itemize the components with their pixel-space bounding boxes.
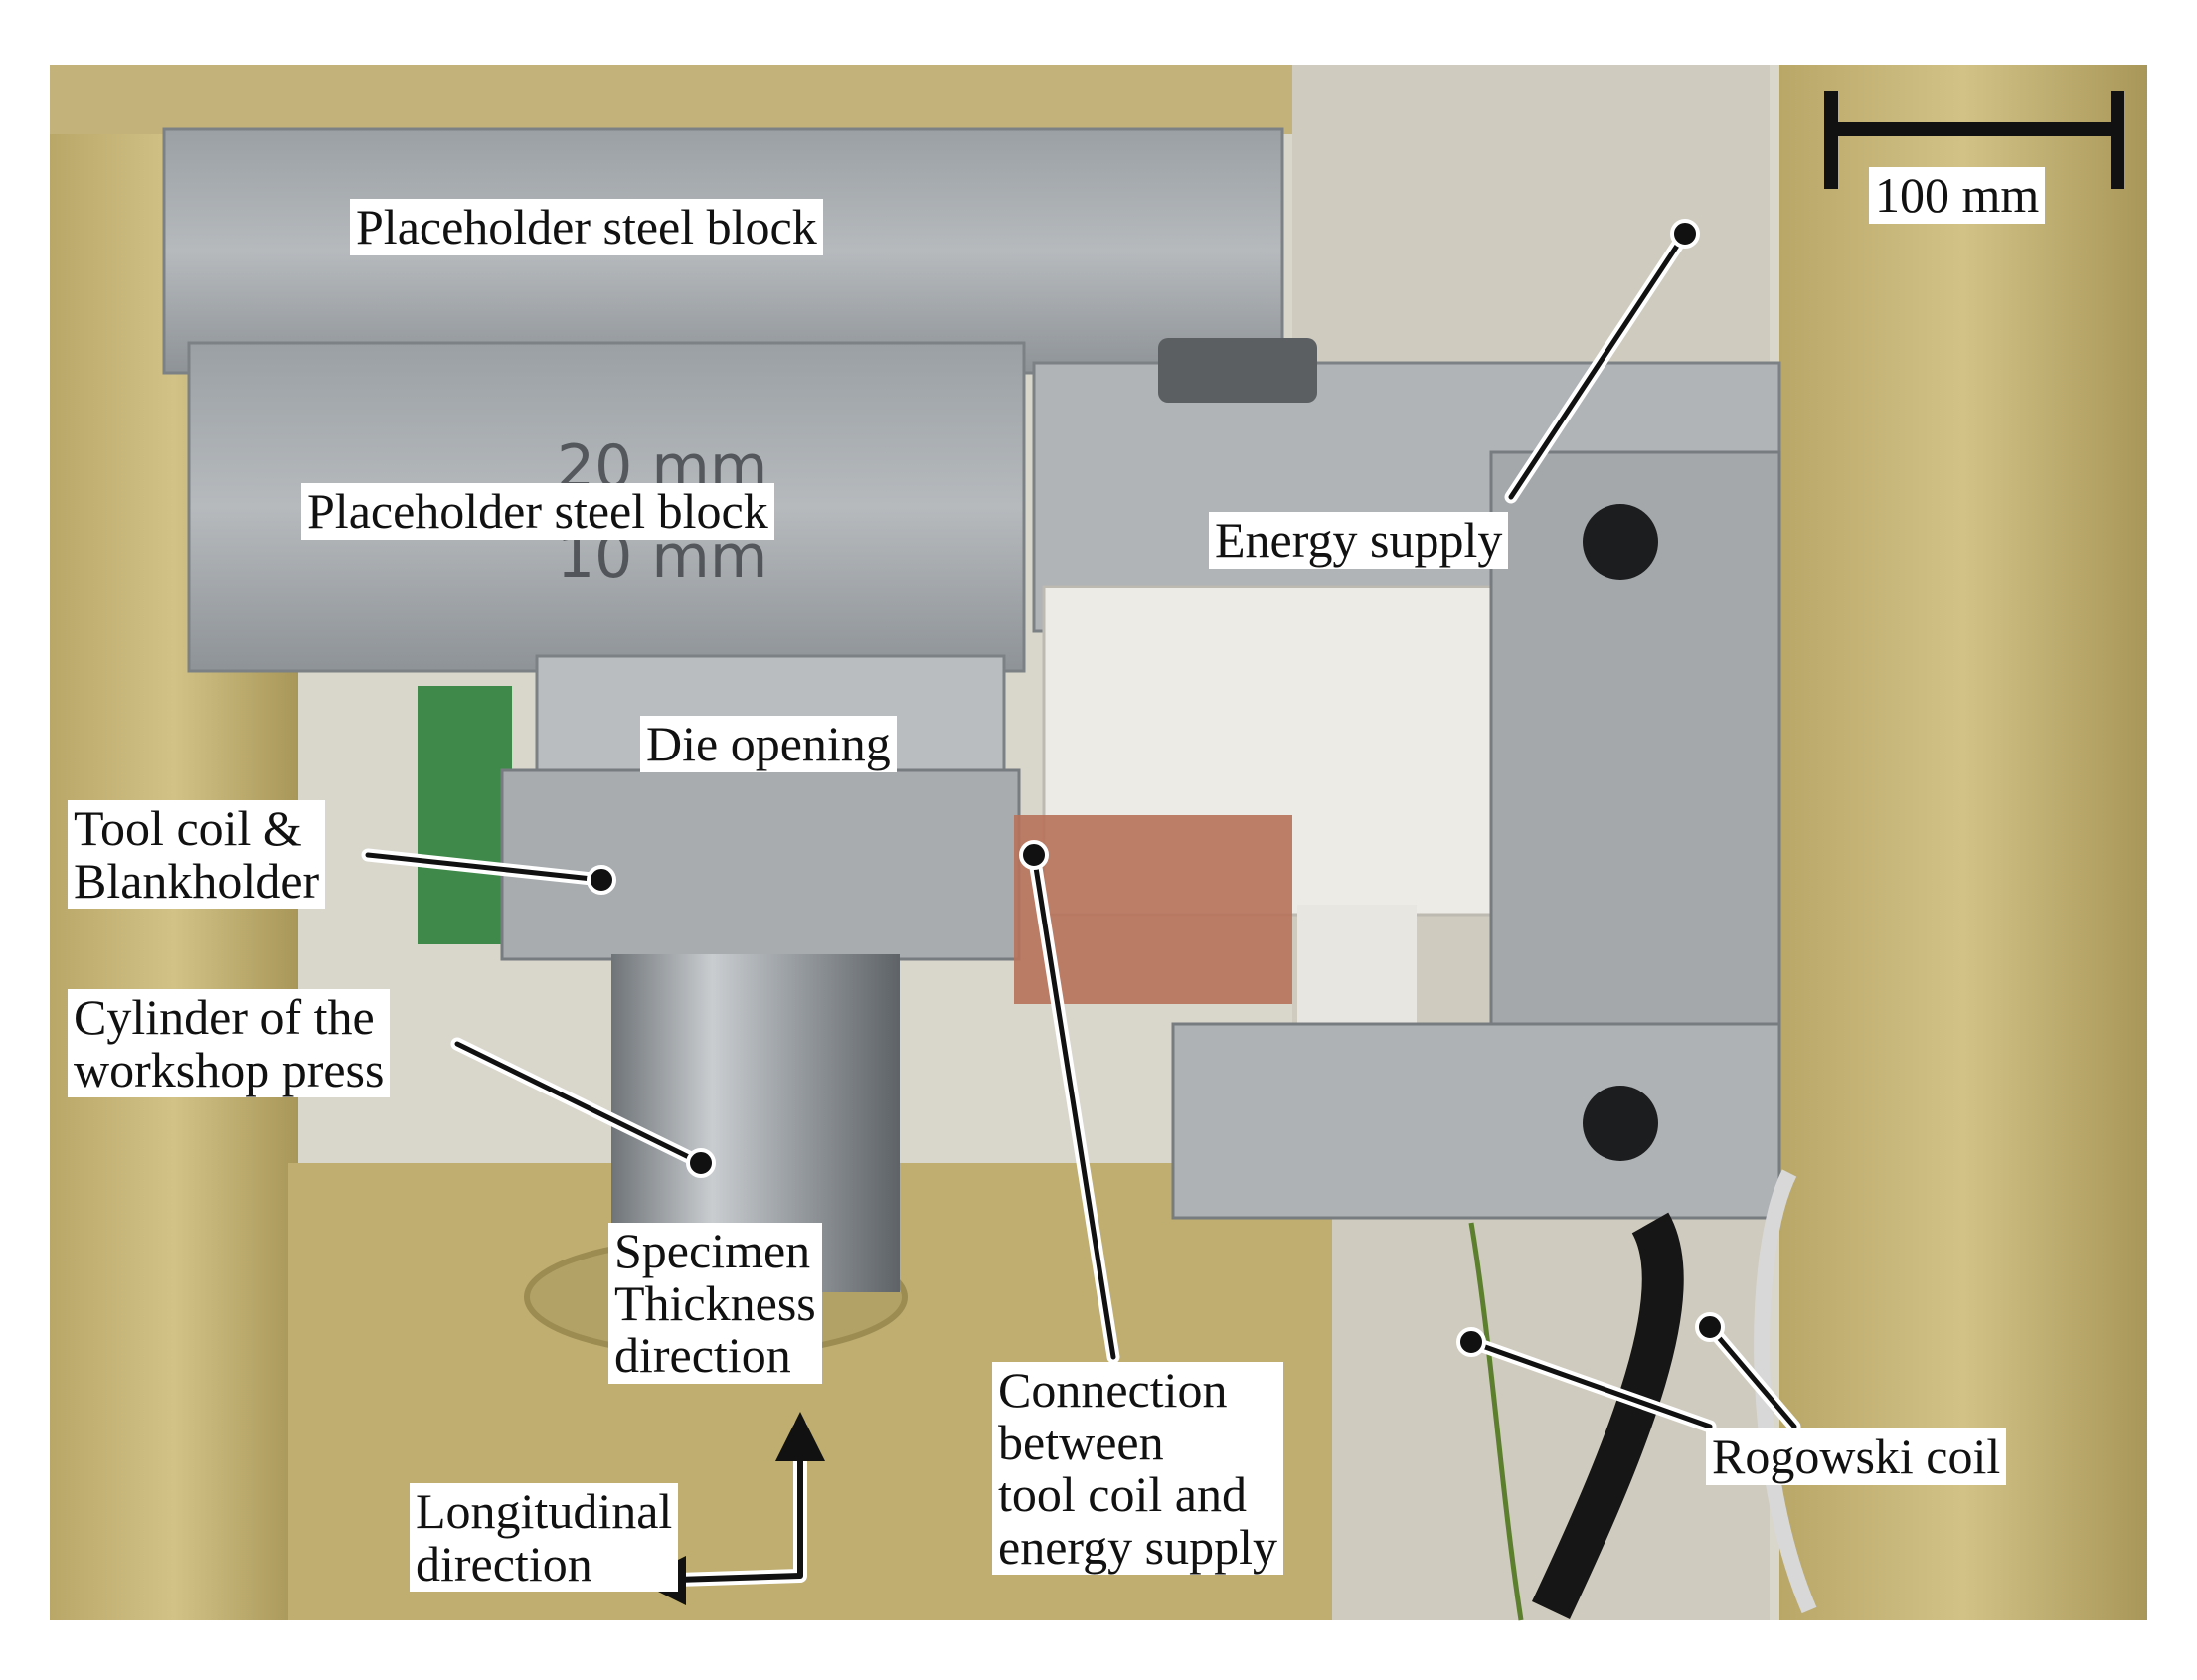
label-longitudinal-direction: Longitudinal direction (410, 1483, 679, 1592)
leader-lines (361, 219, 1801, 1433)
copper-coil-connector (1014, 815, 1292, 1004)
rogowski-cable-black (1531, 1212, 1684, 1619)
label-energy-supply: Energy supply (1209, 512, 1509, 569)
green-machine-background (418, 686, 512, 944)
scale-bar (1824, 91, 2124, 189)
rogowski-cable-grey (1754, 1169, 1817, 1614)
white-support-post (1297, 905, 1417, 1044)
blankholder-plate (500, 768, 1021, 961)
frame-right-column (1779, 65, 2147, 1620)
bolt-upper (1583, 504, 1658, 580)
frame-top-beam (50, 65, 1342, 134)
bottom-plate (1171, 1022, 1781, 1220)
ground-wire (1468, 1222, 1524, 1621)
label-tool-coil-blankholder: Tool coil & Blankholder (68, 800, 326, 909)
label-scale-bar: 100 mm (1869, 167, 2046, 224)
label-specimen-thickness-direction: Specimen Thickness direction (608, 1223, 822, 1384)
clamp-knob (1158, 338, 1317, 403)
label-rogowski-coil: Rogowski coil (1706, 1428, 2007, 1485)
label-placeholder-steel-block-middle: Placeholder steel block (301, 483, 774, 540)
label-placeholder-steel-block-top: Placeholder steel block (350, 199, 823, 255)
label-cylinder-of-workshop-press: Cylinder of the workshop press (68, 989, 391, 1097)
label-die-opening: Die opening (640, 716, 897, 772)
bolt-lower (1583, 1086, 1658, 1161)
label-connection: Connection between tool coil and energy … (992, 1362, 1283, 1575)
